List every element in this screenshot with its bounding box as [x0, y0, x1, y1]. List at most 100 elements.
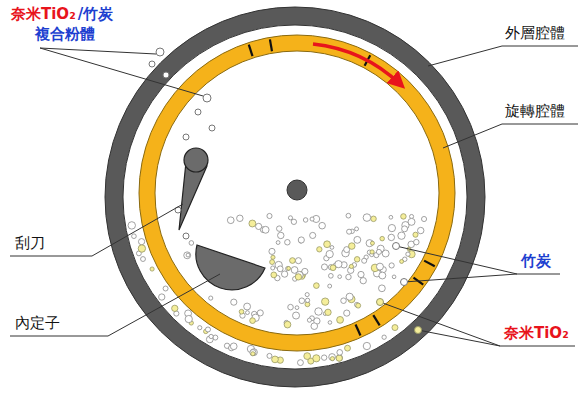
particle [355, 227, 359, 231]
particle [293, 312, 300, 319]
particle [185, 315, 192, 322]
particle [267, 353, 272, 358]
particle [251, 352, 255, 356]
particle [205, 327, 210, 332]
particle [418, 227, 424, 233]
part-label: 刮刀 [14, 233, 46, 253]
composite-particles [149, 48, 215, 239]
particle [337, 350, 343, 356]
particle [398, 232, 405, 239]
particle [389, 263, 394, 268]
particle [271, 255, 275, 259]
particle [414, 239, 420, 245]
particle [284, 321, 291, 328]
particle [172, 305, 178, 311]
particle [344, 310, 350, 316]
particle [138, 239, 144, 245]
slot-mark [373, 315, 379, 325]
particle [311, 323, 318, 330]
particle [388, 234, 394, 240]
particle [408, 218, 415, 225]
particle [377, 299, 384, 306]
particle [376, 249, 381, 254]
particle [304, 353, 311, 360]
particle [370, 250, 374, 254]
outer-chamber [114, 16, 476, 378]
rotation-arrow [313, 44, 400, 84]
part-label: 奈米TiO₂ [503, 323, 570, 343]
particle [276, 226, 281, 231]
particle [209, 125, 215, 131]
particle [310, 232, 316, 238]
particle [262, 226, 269, 233]
particle [189, 241, 194, 246]
particle [267, 213, 272, 218]
particle [336, 355, 342, 361]
particle [413, 232, 418, 237]
particle [141, 257, 146, 262]
particle [272, 356, 279, 363]
particle [325, 309, 331, 315]
particle [286, 266, 290, 270]
particle [328, 321, 332, 325]
particle [128, 222, 135, 229]
particle [354, 236, 361, 243]
particle [256, 223, 262, 229]
particle [132, 234, 137, 239]
particle [305, 293, 309, 297]
particle [313, 355, 320, 362]
particle [184, 252, 191, 259]
particle [195, 109, 201, 115]
particle [163, 72, 169, 78]
particle [401, 214, 406, 219]
part-label: 複合粉體 [34, 24, 96, 44]
particle [239, 309, 244, 314]
particle [250, 350, 256, 356]
particle [421, 216, 426, 221]
target-particles [377, 243, 422, 334]
leader-line [10, 274, 220, 336]
particle [360, 278, 366, 284]
particle [305, 298, 309, 302]
particle [349, 264, 353, 268]
particle [401, 279, 408, 286]
inner-stator [196, 245, 265, 290]
part-label: 外層腔體 [504, 23, 566, 43]
particle [330, 357, 334, 361]
particle [278, 232, 284, 238]
particle [317, 247, 322, 252]
slot-mark [424, 261, 435, 267]
particle [337, 316, 344, 323]
leader-line [428, 46, 578, 66]
slot-mark [356, 325, 361, 336]
leader-lines [10, 46, 578, 346]
particle [380, 236, 385, 241]
particle [159, 294, 165, 300]
leader-line [40, 48, 203, 96]
particle [156, 48, 164, 56]
particle [307, 318, 311, 322]
scraper-pivot [184, 148, 208, 172]
particle [303, 218, 308, 223]
particle [370, 241, 374, 245]
particle [346, 213, 351, 218]
particle [346, 274, 351, 279]
particle [290, 258, 296, 264]
particle [288, 216, 292, 220]
particle [186, 253, 190, 257]
particle [363, 342, 370, 349]
particle [400, 260, 404, 264]
particle [392, 325, 398, 331]
particle [356, 303, 361, 308]
particle [341, 298, 347, 304]
particle [354, 257, 359, 262]
slot-mark [270, 39, 272, 51]
outer-chamber-inner-edge [123, 25, 467, 369]
particle [291, 219, 296, 224]
particle [297, 360, 303, 366]
particle [319, 222, 326, 229]
particle [249, 220, 256, 227]
particle [183, 134, 189, 140]
particle [295, 306, 299, 310]
